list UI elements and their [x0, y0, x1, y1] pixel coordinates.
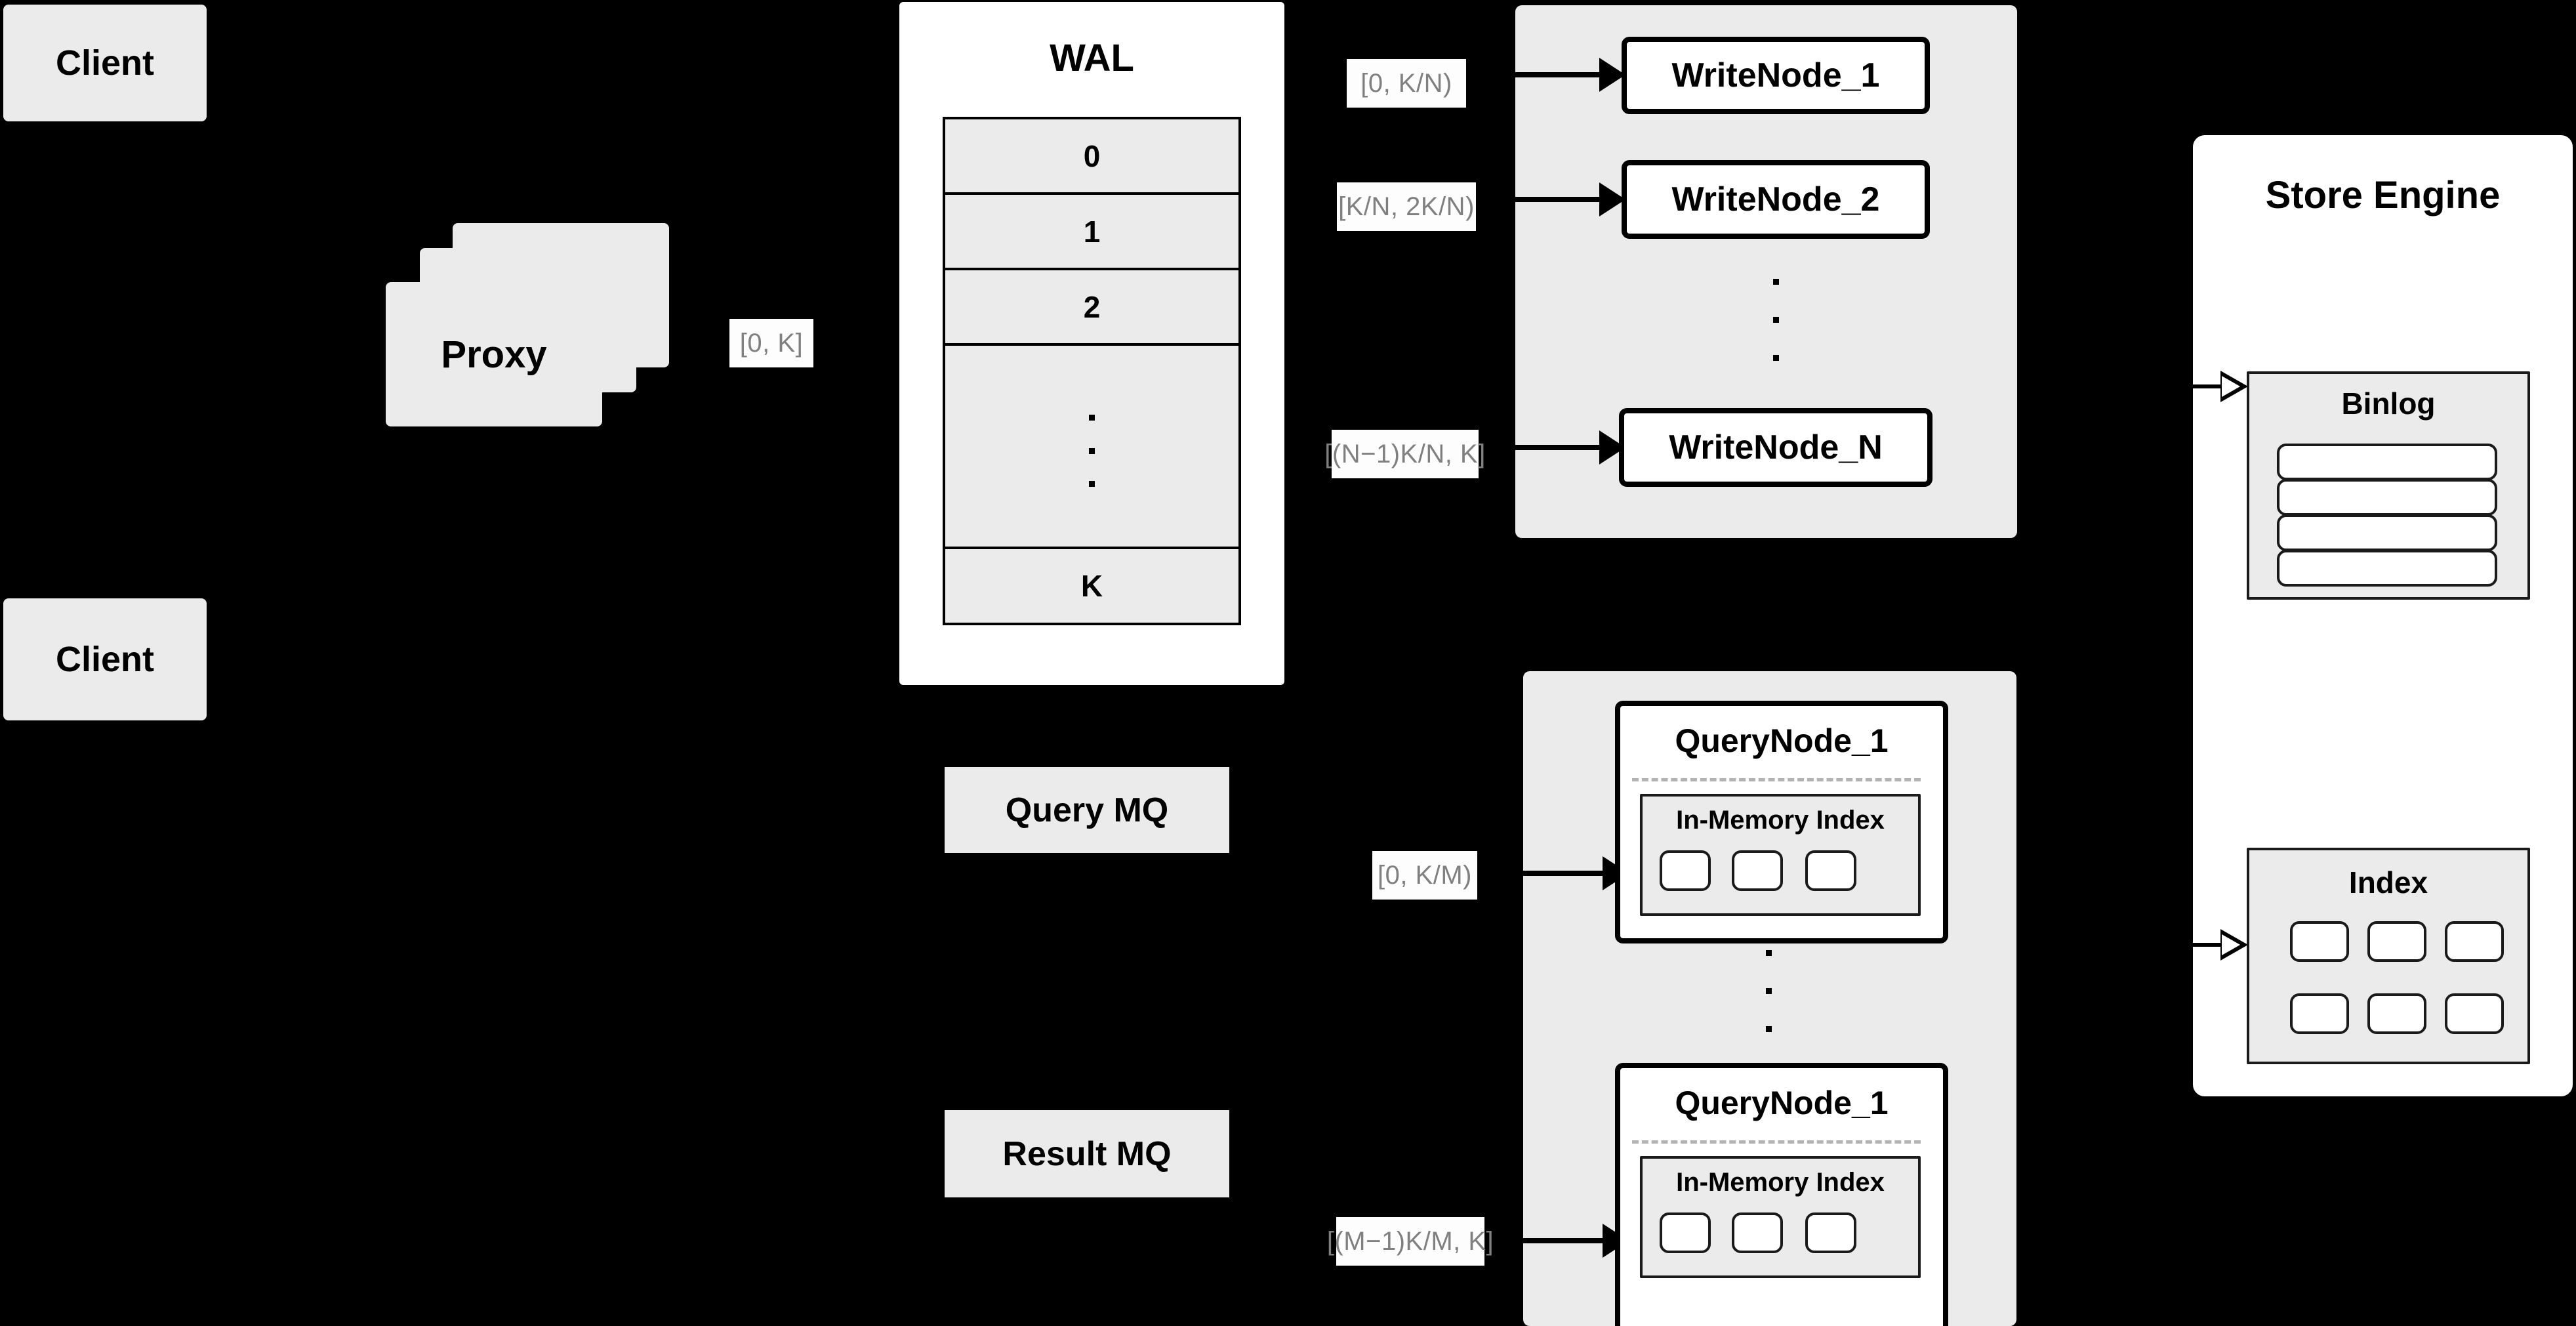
query-node-1-range-label: [0, K/M) [1372, 851, 1477, 900]
query-node-1-in-memory-index: In-Memory Index [1640, 794, 1921, 916]
write-node-2-range-label: [K/N, 2K/N) [1337, 182, 1476, 231]
binlog-arrow-line [2193, 384, 2220, 388]
store-index-chip-r1c2 [2367, 921, 2426, 962]
query-cluster-ellipsis-dots [1766, 950, 1772, 1032]
wal-row-ellipsis [945, 346, 1238, 549]
result-mq-node[interactable]: Result MQ [945, 1110, 1229, 1197]
write-node-1[interactable]: WriteNode_1 [1622, 37, 1930, 114]
write-node-n[interactable]: WriteNode_N [1619, 408, 1932, 487]
proxy-node[interactable]: Proxy [386, 282, 602, 426]
query-node-1-divider [1632, 778, 1921, 781]
query-node-m-divider [1632, 1140, 1921, 1144]
write-node-n-label: WriteNode_N [1669, 428, 1883, 466]
write-node-1-arrow-head [1599, 58, 1625, 92]
query-node-m-index-chip-1 [1660, 1212, 1711, 1253]
query-node-1[interactable]: QueryNode_1 In-Memory Index [1615, 701, 1948, 943]
write-node-2-arrow-line [1498, 197, 1599, 202]
write-cluster-ellipsis-dots [1773, 279, 1779, 361]
query-node-1-index-chip-2 [1732, 850, 1783, 891]
query-node-m-index-chip-2 [1732, 1212, 1783, 1253]
client-node-1-label: Client [55, 43, 154, 83]
result-mq-label: Result MQ [1002, 1134, 1172, 1173]
wal-row-2: 2 [945, 270, 1238, 346]
write-node-n-arrow-line [1498, 445, 1599, 450]
wal-ellipsis-dots [1088, 415, 1095, 487]
proxy-node-label: Proxy [441, 333, 547, 376]
query-node-m-range-label: [(M−1)K/M, K] [1327, 1217, 1494, 1266]
query-node-m-in-memory-index: In-Memory Index [1640, 1156, 1921, 1278]
binlog-panel: Binlog [2247, 371, 2530, 600]
query-node-1-index-chip-1 [1660, 850, 1711, 891]
proxy-range-text: [0, K] [739, 328, 804, 358]
query-node-m-in-memory-index-title: In-Memory Index [1676, 1168, 1885, 1197]
write-node-2-label: WriteNode_2 [1671, 180, 1880, 218]
query-node-1-in-memory-index-title: In-Memory Index [1676, 806, 1885, 835]
store-index-panel: Index [2247, 848, 2530, 1064]
client-node-1[interactable]: Client [3, 5, 207, 121]
store-engine-panel: Store Engine Binlog Index [2189, 131, 2576, 1100]
client-node-2[interactable]: Client [3, 598, 207, 720]
write-node-n-range-label: [(N−1)K/N, K] [1324, 430, 1485, 478]
wal-title: WAL [1050, 37, 1134, 79]
query-node-m-index-chip-3 [1805, 1212, 1856, 1253]
store-index-arrow-line [2193, 943, 2220, 947]
query-node-m[interactable]: QueryNode_1 In-Memory Index [1615, 1063, 1948, 1326]
binlog-segment-2 [2277, 479, 2497, 516]
binlog-segment-3 [2277, 514, 2497, 551]
store-index-chip-r2c2 [2367, 993, 2426, 1034]
store-index-arrow-head [2220, 929, 2248, 961]
wal-row-0: 0 [945, 119, 1238, 195]
write-node-1-arrow-line [1498, 72, 1599, 77]
wal-table: 0 1 2 K [943, 117, 1241, 625]
store-index-chip-r2c3 [2445, 993, 2504, 1034]
binlog-title: Binlog [2341, 386, 2436, 421]
write-node-1-range-label: [0, K/N) [1347, 59, 1466, 108]
query-node-m-label: QueryNode_1 [1675, 1085, 1889, 1121]
write-node-2-arrow-head [1599, 182, 1625, 217]
binlog-arrow-head [2220, 371, 2248, 402]
binlog-segment-1 [2277, 444, 2497, 480]
store-index-chip-r1c1 [2290, 921, 2349, 962]
store-index-title: Index [2348, 865, 2428, 900]
write-node-1-label: WriteNode_1 [1671, 56, 1880, 94]
query-mq-label: Query MQ [1005, 791, 1169, 829]
client-node-2-label: Client [55, 640, 154, 679]
wal-row-k: K [1080, 569, 1103, 603]
write-node-2[interactable]: WriteNode_2 [1622, 160, 1930, 239]
query-node-1-label: QueryNode_1 [1675, 722, 1889, 759]
store-index-chip-r1c3 [2445, 921, 2504, 962]
query-node-1-arrow-line [1501, 871, 1603, 876]
proxy-range-label: [0, K] [729, 319, 813, 367]
query-mq-node[interactable]: Query MQ [945, 767, 1229, 853]
store-engine-title: Store Engine [2265, 174, 2501, 217]
query-node-m-arrow-line [1501, 1238, 1603, 1243]
binlog-segment-4 [2277, 550, 2497, 587]
wal-row-1: 1 [945, 195, 1238, 270]
query-node-1-index-chip-3 [1805, 850, 1856, 891]
store-index-chip-r2c1 [2290, 993, 2349, 1034]
